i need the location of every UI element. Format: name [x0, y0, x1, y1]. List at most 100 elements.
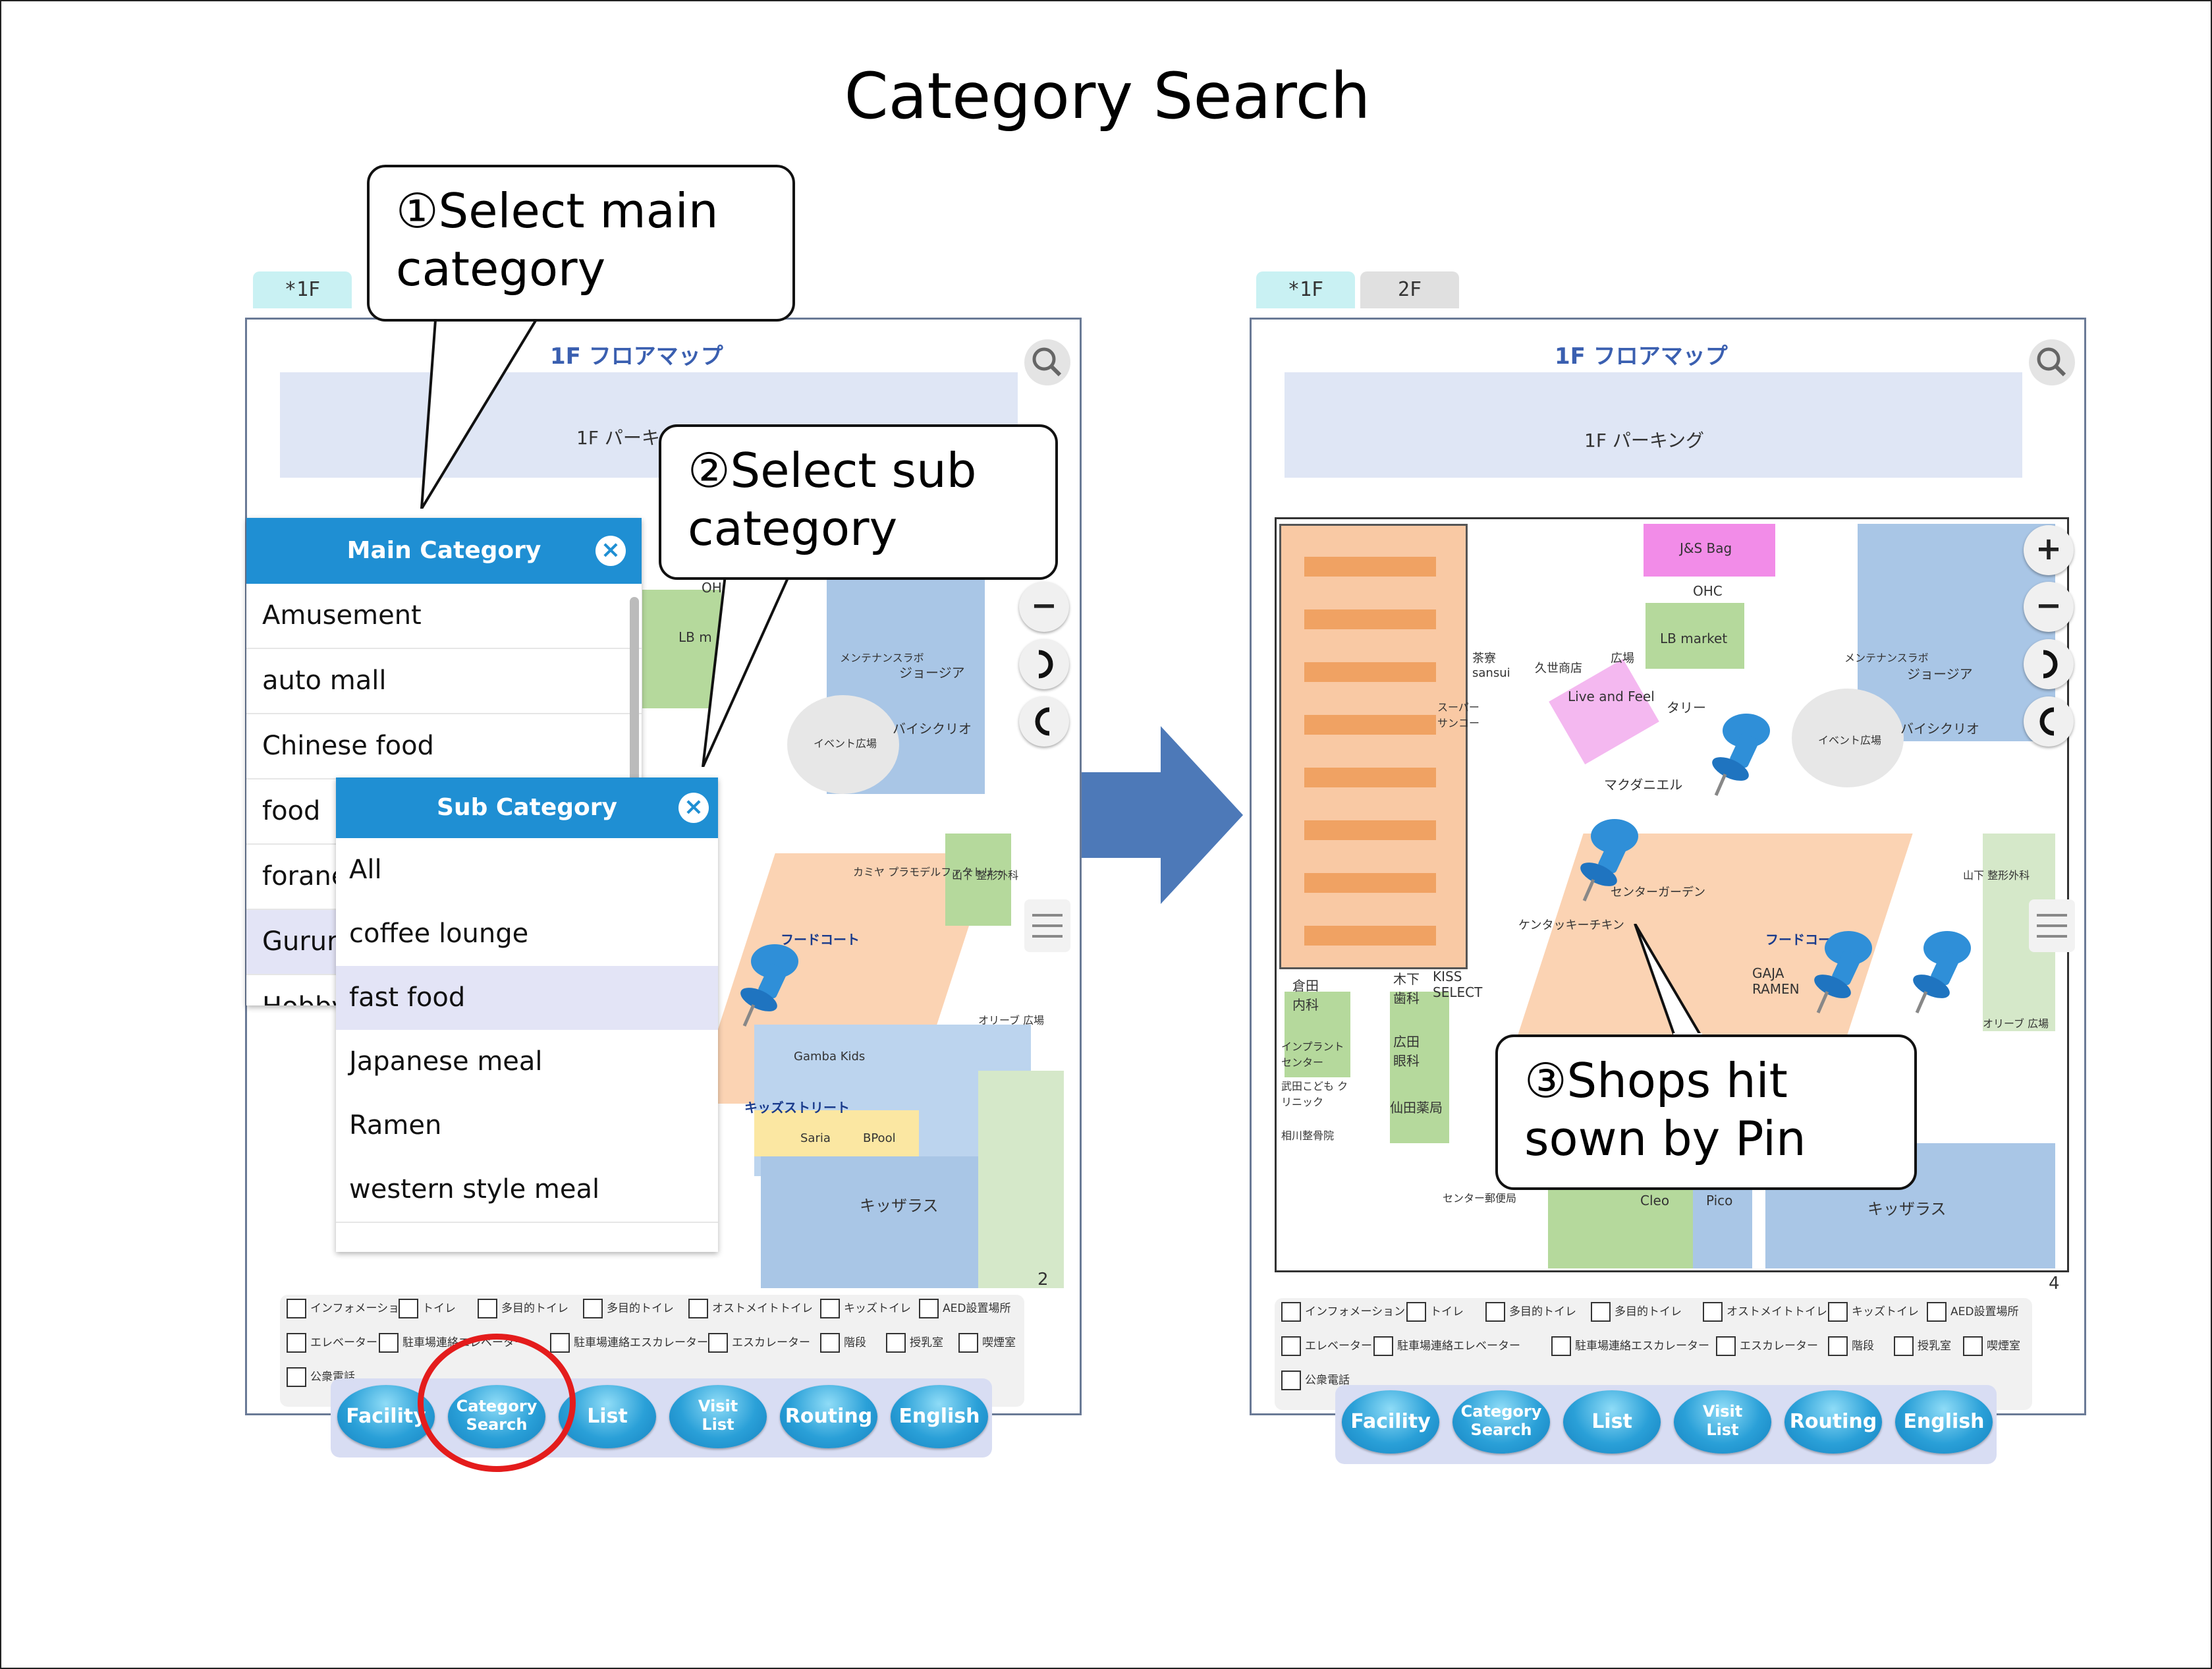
map-label-takeda: 武田こども クリニック [1281, 1080, 1348, 1108]
sub-category-item[interactable]: western style meal [336, 1158, 718, 1223]
map-label-kiss: KISS SELECT [1433, 969, 1483, 1000]
zoom-out-button[interactable]: − [2024, 582, 2074, 632]
map-label-cleo: Cleo [1640, 1193, 1670, 1208]
map-label-maintenance: メンテナンスラボ [840, 652, 924, 664]
legend-item: 多目的トイレ [1485, 1302, 1576, 1322]
legend-item: オストメイトトイレ [688, 1299, 813, 1318]
event-plaza [1792, 689, 1904, 787]
rotate-icon [1038, 650, 1053, 679]
legend-item: エレベーター [287, 1333, 377, 1353]
hamburger-icon [2037, 935, 2067, 938]
rotate-right-button[interactable] [1019, 639, 1069, 689]
sub-category-item-selected[interactable]: fast food [336, 966, 718, 1031]
scrollbar[interactable] [630, 597, 639, 795]
hamburger-icon [2037, 924, 2067, 927]
legend-item: オストメイトトイレ [1703, 1302, 1827, 1322]
jsbag-block [1644, 524, 1775, 577]
supermarket-shelves [1304, 557, 1436, 952]
routing-button[interactable]: Routing [1784, 1390, 1882, 1454]
map-region-green2 [945, 834, 1011, 926]
pin-icon[interactable] [731, 939, 804, 1031]
map-label-kamiya: カミヤ プラモデルファクトリー [853, 866, 1005, 878]
main-category-item[interactable]: Amusement [246, 584, 642, 649]
sub-category-item[interactable]: Ramen [336, 1094, 718, 1159]
map-label-mcdaniel: マクダニエル [1604, 777, 1683, 793]
legend-item: キッズトイレ [820, 1299, 911, 1318]
english-button[interactable]: English [1895, 1390, 1993, 1454]
legend-item: 多目的トイレ [1591, 1302, 1682, 1322]
map-label-olive: オリーブ 広場 [1983, 1017, 2049, 1030]
sub-category-item[interactable]: coffee lounge [336, 902, 718, 967]
page-number: 4 [2049, 1274, 2060, 1293]
legend-item: エスカレーター [1716, 1336, 1818, 1356]
callout-step3: ③Shops hit sown by Pin [1495, 1034, 1917, 1190]
legend-item: 多目的トイレ [478, 1299, 568, 1318]
map-label-kentucky: ケンタッキーチキン [1518, 919, 1624, 932]
menu-button[interactable] [1024, 899, 1070, 952]
sub-category-item[interactable]: Japanese meal [336, 1030, 718, 1095]
legend-item: 階段 [820, 1333, 866, 1353]
menu-button[interactable] [2029, 899, 2075, 952]
search-icon [1032, 347, 1062, 377]
nav-bar [1335, 1385, 1997, 1464]
map-label-senda: 仙田薬局 [1390, 1100, 1443, 1116]
legend-item: インフォメーション [1281, 1302, 1405, 1322]
close-icon[interactable]: × [595, 536, 626, 566]
pin-icon[interactable] [1703, 708, 1775, 801]
map-label-lbmarket: LB market [1660, 631, 1728, 646]
page-title: Category Search [844, 59, 1371, 133]
tab-2f[interactable]: 2F [1360, 271, 1459, 308]
pin-icon[interactable] [1904, 926, 1976, 1018]
legend-item: トイレ [1406, 1302, 1464, 1322]
sub-category-item[interactable]: All [336, 838, 718, 903]
zoom-in-button[interactable]: + [2024, 525, 2074, 575]
search-button[interactable] [1024, 339, 1070, 385]
map-label-georgia: ジョージア [899, 665, 965, 681]
map-label-bpool: BPool [863, 1131, 896, 1145]
close-icon[interactable]: × [678, 793, 709, 823]
tab-1f[interactable]: *1F [253, 271, 352, 308]
map-label-event: イベント広場 [1818, 734, 1882, 747]
main-category-item[interactable]: auto mall [246, 649, 642, 714]
pin-icon[interactable] [1805, 926, 1877, 1018]
legend-item: エレベーター [1281, 1336, 1372, 1356]
map-region-yellow [754, 1110, 919, 1156]
map-label-kurata: 倉田 内科 [1292, 978, 1319, 1013]
map-label-hiroba: 広場 [1611, 652, 1634, 665]
map-label-sansui: 茶寮 sansui [1472, 652, 1510, 680]
routing-button[interactable]: Routing [780, 1385, 877, 1448]
sub-category-panel: Sub Category × All coffee lounge fast fo… [336, 778, 718, 1252]
english-button[interactable]: English [891, 1385, 988, 1448]
main-category-item[interactable]: Chinese food [246, 714, 642, 779]
pin-icon[interactable] [1571, 814, 1644, 906]
legend-item: 多目的トイレ [583, 1299, 674, 1318]
map-label-jsbag: J&S Bag [1680, 540, 1732, 556]
lbmarket-block [1645, 603, 1744, 669]
tab-1f[interactable]: *1F [1256, 271, 1355, 308]
list-button[interactable]: List [1563, 1390, 1661, 1454]
zoom-out-button[interactable]: − [1019, 582, 1069, 632]
callout-step1-line1: ①Select main [396, 183, 719, 239]
map-label-yamashita: 山下 整形外科 [1963, 869, 2030, 882]
legend-item: 授乳室 [1894, 1336, 1951, 1356]
rotate-left-button[interactable] [2024, 696, 2074, 747]
rotate-right-button[interactable] [2024, 639, 2074, 689]
map-label-saria: Saria [800, 1131, 831, 1145]
search-button[interactable] [2029, 339, 2075, 385]
legend-item: 公衆電話 [1281, 1371, 1350, 1390]
map-label-yamashita: 山下 整形外科 [952, 869, 1019, 882]
hamburger-icon [1032, 924, 1063, 927]
map-label-foodcourt: フードコート [781, 932, 860, 948]
rotate-icon [2039, 707, 2055, 736]
map-label-bicycle: バイシクリオ [893, 721, 972, 737]
legend-item: 授乳室 [886, 1333, 943, 1353]
facility-button[interactable]: Facility [1342, 1390, 1439, 1454]
rotate-left-button[interactable] [1019, 696, 1069, 747]
legend-item: 喫煙室 [1963, 1336, 2020, 1356]
main-category-header: Main Category [246, 518, 642, 584]
callout-step2-line2: category [688, 501, 898, 556]
legend-item: 階段 [1828, 1336, 1874, 1356]
